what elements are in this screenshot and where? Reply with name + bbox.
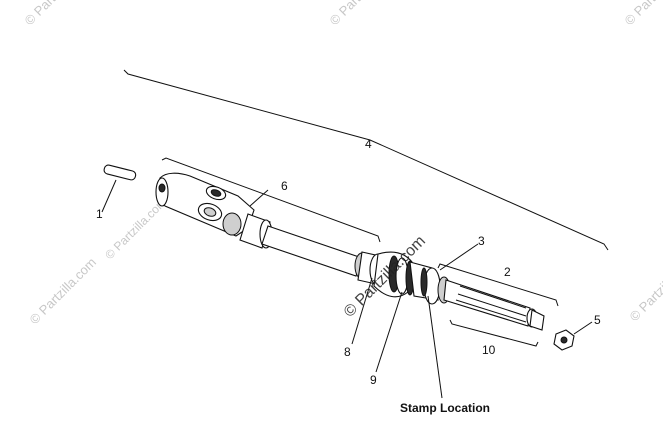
bracket-6	[161, 157, 381, 243]
watermark-right: © Partzilla.com	[627, 252, 663, 325]
bracket-2	[437, 263, 559, 307]
stamp-location-label: Stamp Location	[400, 401, 490, 415]
callout-10: 10	[482, 343, 496, 357]
leader-3	[439, 243, 479, 271]
watermark-left: © Partzilla.com	[27, 255, 100, 328]
callout-1: 1	[96, 207, 103, 221]
leader-9	[375, 291, 403, 373]
callout-6: 6	[281, 179, 288, 193]
boot-assembly	[354, 251, 451, 305]
callout-2: 2	[504, 265, 511, 279]
leader-8	[351, 277, 373, 345]
outer-stub-part-2	[443, 279, 545, 331]
leader-stamp	[427, 295, 443, 399]
pin-part-1	[101, 164, 137, 213]
nut-part-5	[553, 321, 593, 351]
callout-3: 3	[478, 234, 485, 248]
leader-6	[249, 189, 269, 207]
watermark-top-center: © Partzilla.com	[327, 0, 400, 28]
watermark-top-left: © Partzilla.com	[22, 0, 95, 28]
bracket-10	[449, 319, 539, 347]
watermark-top-right: © Partzilla.com	[622, 0, 663, 28]
inner-joint-part-6	[155, 172, 363, 277]
callout-5: 5	[594, 313, 601, 327]
callout-8: 8	[344, 345, 351, 359]
callout-4: 4	[365, 137, 372, 151]
callout-9: 9	[370, 373, 377, 387]
bracket-4	[123, 69, 609, 251]
